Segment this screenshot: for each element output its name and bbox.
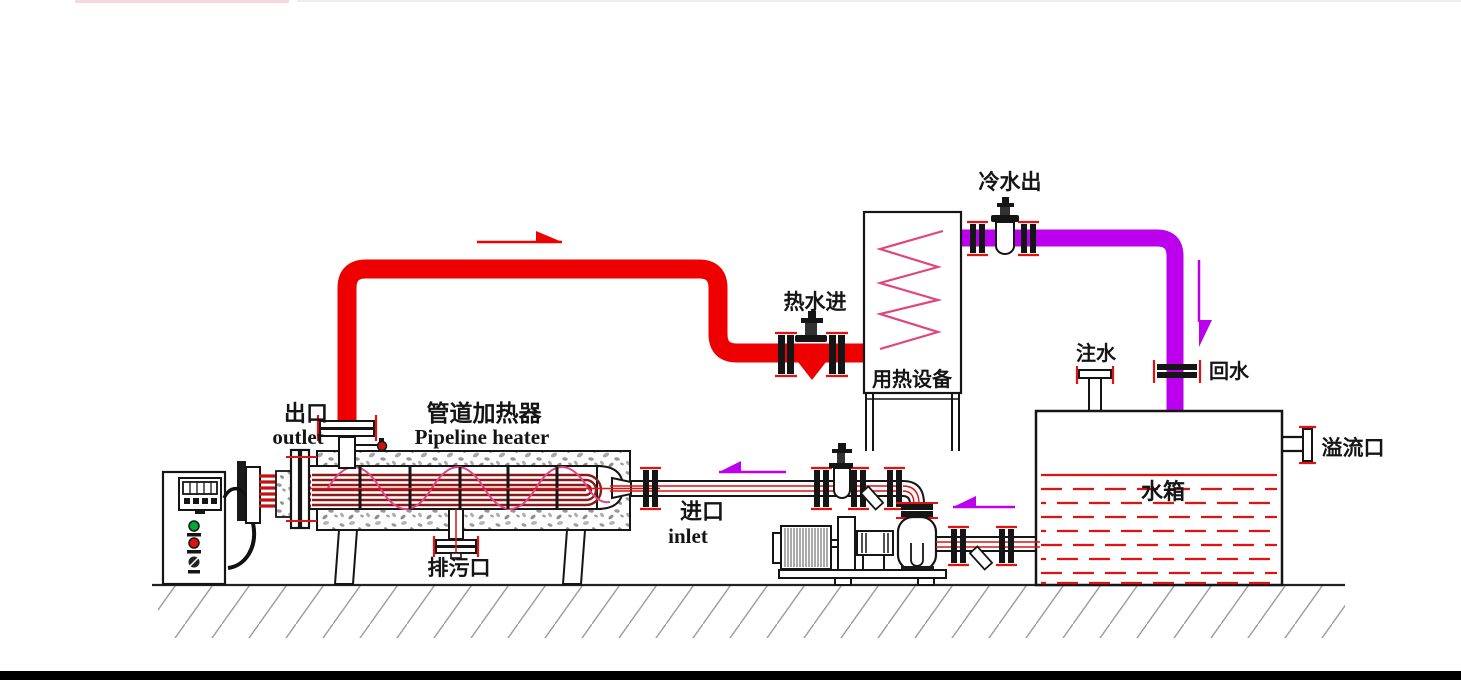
cold-water-pipe — [961, 229, 1212, 410]
power-cable-hook — [222, 486, 247, 499]
tilted-sensor — [968, 545, 994, 571]
gate-valve-body — [798, 362, 826, 380]
outlet-label-cn: 出口 — [284, 401, 328, 426]
down-flow-arrow-icon — [1199, 320, 1212, 347]
overflow-port: 溢流口 — [1282, 425, 1385, 465]
heater-terminal — [237, 448, 317, 530]
flange-gaskets — [948, 525, 1017, 567]
pump-volute — [896, 515, 938, 572]
pipeline-heater: 出口 outlet 管道加热器 Pipeline heater 排污口 — [237, 400, 660, 585]
inlet-label-cn: 进口 — [680, 499, 724, 524]
cold-water-out-label: 冷水出 — [979, 170, 1042, 194]
hot-flow-arrow-right-icon — [536, 231, 562, 242]
vent-valve-body — [376, 440, 388, 452]
flange-gaskets — [811, 466, 905, 511]
discharge-elbow — [902, 480, 925, 505]
vent-valve-icon — [379, 438, 384, 443]
globe-valve-body — [995, 221, 1015, 255]
tilted-sensor — [859, 485, 885, 511]
hot-water-in-valve-assembly: 热水进 — [775, 290, 848, 380]
inlet-label-en: inlet — [668, 524, 708, 548]
ground — [152, 583, 1345, 638]
flange-gaskets — [775, 331, 848, 378]
heater-legs — [333, 529, 587, 585]
circulation-pump-unit — [772, 502, 947, 586]
left-flow-arrow-icon — [953, 496, 976, 507]
controller-display — [178, 477, 222, 514]
overflow-label: 溢流口 — [1322, 436, 1385, 460]
pump-baseplate — [778, 569, 947, 579]
water-fill-port: 注水 — [1075, 341, 1117, 411]
coupling-support — [862, 554, 885, 571]
valve-body — [833, 467, 851, 499]
motor-fins — [784, 528, 828, 567]
discharge-valve — [829, 443, 853, 499]
heat-equipment-label: 用热设备 — [872, 367, 953, 391]
pipeline-heater-label-en: Pipeline heater — [415, 425, 550, 449]
valve-handle-icon — [832, 449, 852, 453]
heat-equipment-box: 用热设备 — [862, 210, 963, 451]
top-border-left — [75, 0, 289, 3]
red-indicator-light[interactable] — [188, 537, 200, 549]
water-tank-label: 水箱 — [1141, 479, 1185, 504]
valve-knob-icon — [838, 443, 846, 450]
top-border-right — [297, 0, 1461, 2]
control-knob[interactable] — [188, 556, 200, 568]
power-cable — [227, 522, 257, 570]
return-water-label: 回水 — [1209, 360, 1250, 383]
drain-port-nozzle — [432, 508, 480, 560]
return-water-flange: 回水 — [1152, 360, 1250, 383]
valve-handle-icon — [801, 318, 823, 323]
valve-knob-icon — [808, 311, 816, 318]
bottom-bar — [0, 671, 1461, 680]
left-flow-arrow-icon — [719, 461, 741, 472]
heater-outlet-nozzle — [316, 415, 388, 469]
coupling — [856, 530, 894, 556]
pump-inlet-flange — [901, 504, 933, 510]
valve-handle-icon — [997, 203, 1014, 207]
cold-water-out-valve-assembly: 冷水出 — [967, 170, 1042, 257]
motor-end-cap — [772, 532, 782, 564]
heat-equipment-legs — [865, 393, 960, 451]
outlet-label-en: outlet — [272, 425, 323, 449]
green-indicator-light[interactable] — [188, 520, 200, 532]
hot-water-in-label: 热水进 — [784, 290, 847, 314]
flange-gaskets — [967, 220, 1039, 257]
hot-water-pipe — [337, 231, 864, 436]
inlet-piping: 进口 inlet — [610, 443, 925, 548]
water-tank: 水箱 回水 注水 溢流口 — [1034, 341, 1385, 587]
suction-piping — [936, 496, 1040, 571]
water-fill-label: 注水 — [1076, 341, 1117, 365]
valve-knob-icon — [1002, 197, 1009, 203]
heating-coil-zigzag — [875, 229, 944, 351]
pump-pedestal — [837, 516, 856, 571]
water-level-lines — [1041, 473, 1277, 585]
pipeline-heater-label-cn: 管道加热器 — [427, 400, 543, 426]
drain-port-label: 排污口 — [428, 556, 491, 580]
control-cabinet — [161, 470, 257, 586]
